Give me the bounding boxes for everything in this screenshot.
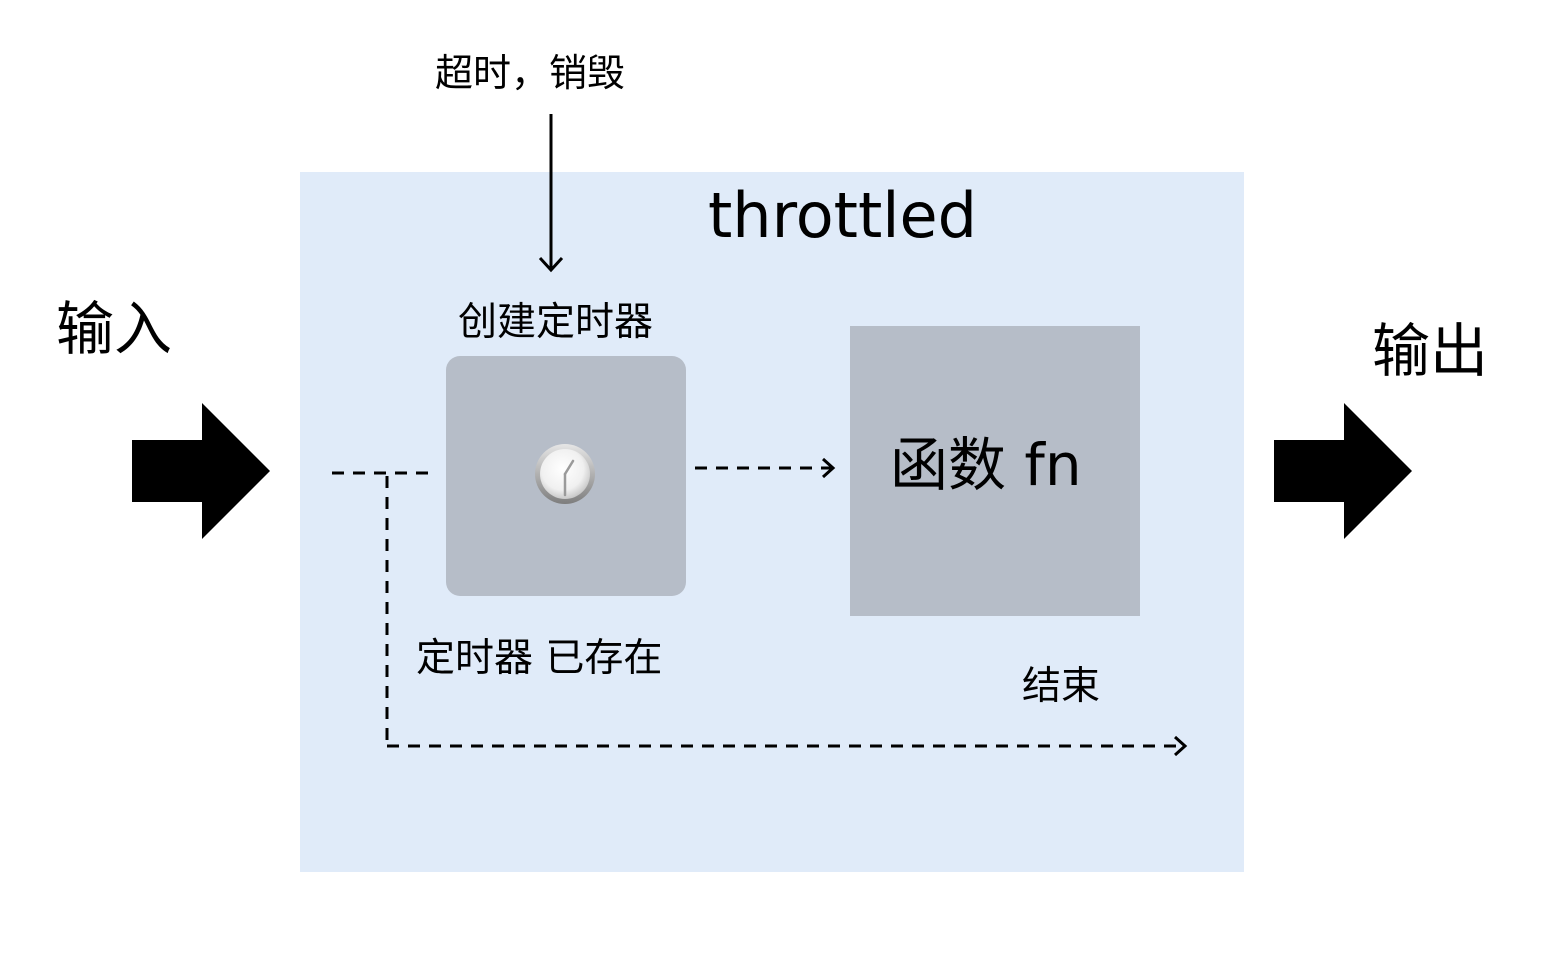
output-label: 输出	[1372, 317, 1489, 385]
end-label: 结束	[1022, 664, 1101, 709]
timer-exists-label: 定时器 已存在	[416, 636, 663, 681]
input-label: 输入	[56, 295, 173, 363]
create-timer-label: 创建定时器	[458, 300, 654, 345]
timer-exists-bypass-arrow	[385, 476, 1188, 757]
function-fn-label: 函数 fn	[890, 431, 1082, 499]
input-arrow-icon	[132, 403, 270, 539]
function-box	[850, 326, 1140, 616]
timer-to-fn-arrow	[695, 457, 836, 479]
throttled-title: throttled	[708, 179, 978, 252]
output-arrow-icon	[1274, 403, 1412, 539]
timeout-destroy-label: 超时，销毁	[435, 51, 626, 95]
clock-icon	[535, 444, 595, 504]
timeout-arrow	[538, 114, 564, 273]
